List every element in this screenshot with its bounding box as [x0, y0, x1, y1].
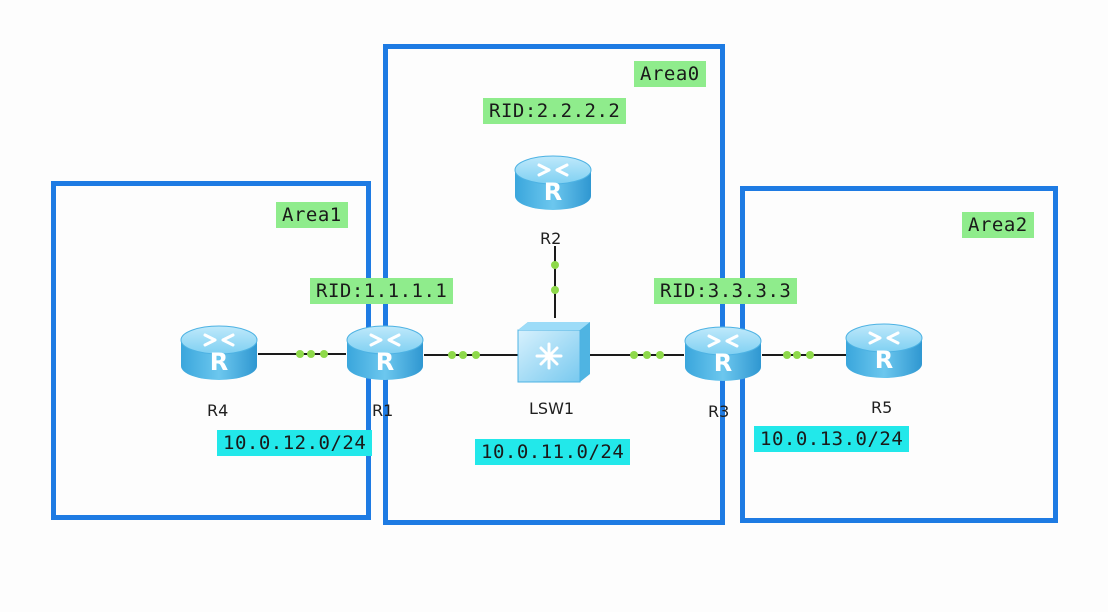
port-dot: [656, 351, 664, 359]
port-dot: [296, 350, 304, 358]
router-glyph: R: [376, 348, 394, 376]
port-dot: [643, 351, 651, 359]
port-dot: [783, 351, 791, 359]
switch-icon[interactable]: [517, 322, 590, 383]
area1-label: Area1: [276, 202, 348, 228]
router-icon[interactable]: R: [345, 324, 425, 382]
router-glyph: R: [714, 349, 732, 377]
port-dot: [551, 286, 559, 294]
device-name-r5: R5: [871, 398, 893, 417]
router-icon[interactable]: R: [179, 324, 259, 382]
subnet-label-area0: 10.0.11.0/24: [475, 439, 631, 465]
subnet-label-area1: 10.0.12.0/24: [217, 430, 373, 456]
subnet-label-area2: 10.0.13.0/24: [754, 426, 910, 452]
port-indicators: [296, 261, 814, 359]
rid-label-r3: RID:3.3.3.3: [654, 278, 798, 304]
device-name-lsw1: LSW1: [529, 399, 575, 418]
port-dot: [806, 351, 814, 359]
router-icon[interactable]: R: [513, 154, 593, 212]
router-icon[interactable]: R: [844, 322, 924, 380]
device-name-r2: R2: [540, 229, 562, 248]
device-name-r4: R4: [207, 401, 229, 420]
port-dot: [307, 350, 315, 358]
port-dot: [793, 351, 801, 359]
port-dot: [320, 350, 328, 358]
area0-label: Area0: [634, 61, 706, 87]
port-dot: [459, 351, 467, 359]
device-name-r1: R1: [372, 401, 394, 420]
router-glyph: R: [210, 348, 228, 376]
rid-label-r1: RID:1.1.1.1: [310, 278, 454, 304]
port-dot: [630, 351, 638, 359]
area2-label: Area2: [962, 212, 1034, 238]
rid-label-r2: RID:2.2.2.2: [483, 98, 627, 124]
device-name-r3: R3: [708, 402, 730, 421]
port-dot: [551, 261, 559, 269]
port-dot: [448, 351, 456, 359]
router-glyph: R: [544, 178, 562, 206]
router-glyph: R: [875, 346, 893, 374]
port-dot: [472, 351, 480, 359]
router-icon[interactable]: R: [683, 325, 763, 383]
